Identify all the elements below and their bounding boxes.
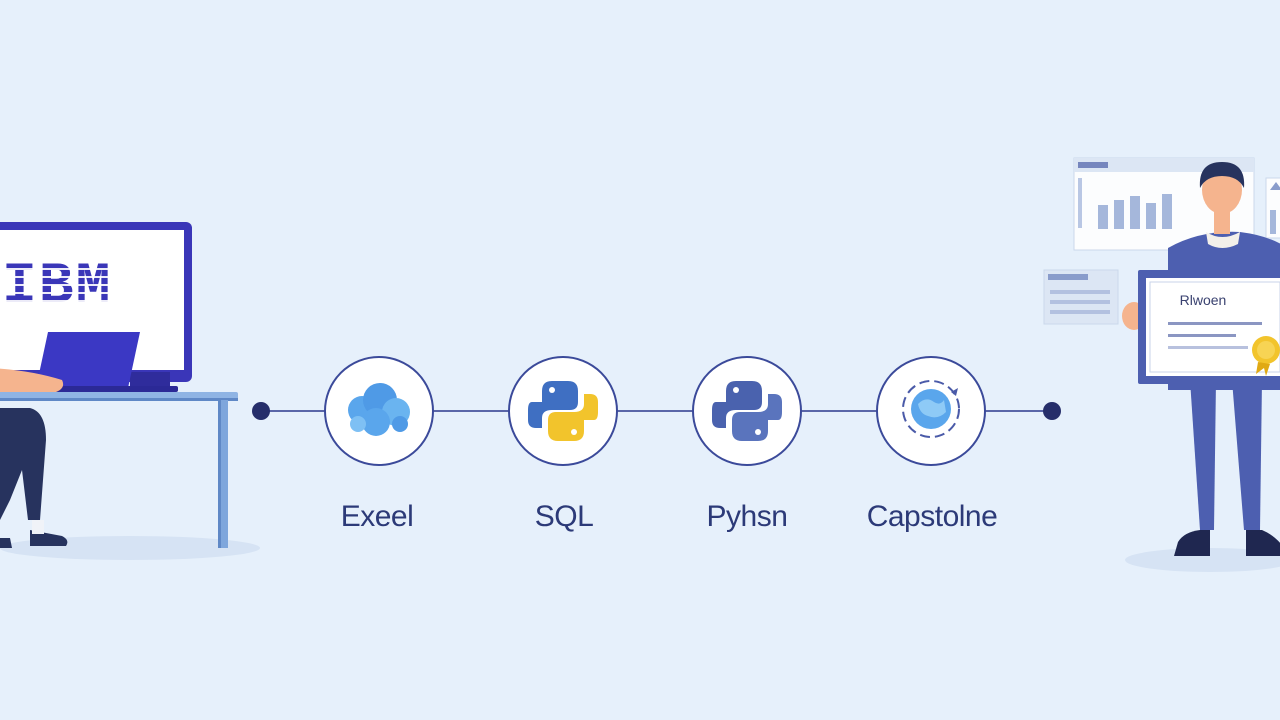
excel-cloud-icon <box>348 383 410 436</box>
certificate <box>1138 270 1280 384</box>
step-label-sql: SQL <box>534 500 594 533</box>
python-logo-icon <box>528 381 598 441</box>
timeline-start-dot <box>252 402 270 420</box>
python-logo-icon <box>712 381 782 441</box>
dashboard-panel-right <box>1265 177 1280 239</box>
step-label-python: Pyhsn <box>706 500 788 533</box>
laptop <box>28 332 178 392</box>
step-node-python <box>692 356 802 466</box>
timeline-end-dot <box>1043 402 1061 420</box>
step-node-sql <box>508 356 618 466</box>
desk <box>0 392 238 548</box>
certificate-title: Rlwoen <box>1179 292 1227 308</box>
right-floor-shadow <box>1125 548 1280 572</box>
globe-icon <box>902 380 960 438</box>
step-label-capstone: Capstolne <box>866 500 998 533</box>
step-label-excel: Exeel <box>340 500 414 533</box>
seated-person <box>0 368 68 548</box>
step-node-capstone <box>876 356 986 466</box>
step-node-excel <box>324 356 434 466</box>
award-seal-icon <box>1252 336 1280 376</box>
monitor-brand-text: IBM <box>2 258 152 318</box>
dashboard-panel-small <box>1043 269 1119 325</box>
